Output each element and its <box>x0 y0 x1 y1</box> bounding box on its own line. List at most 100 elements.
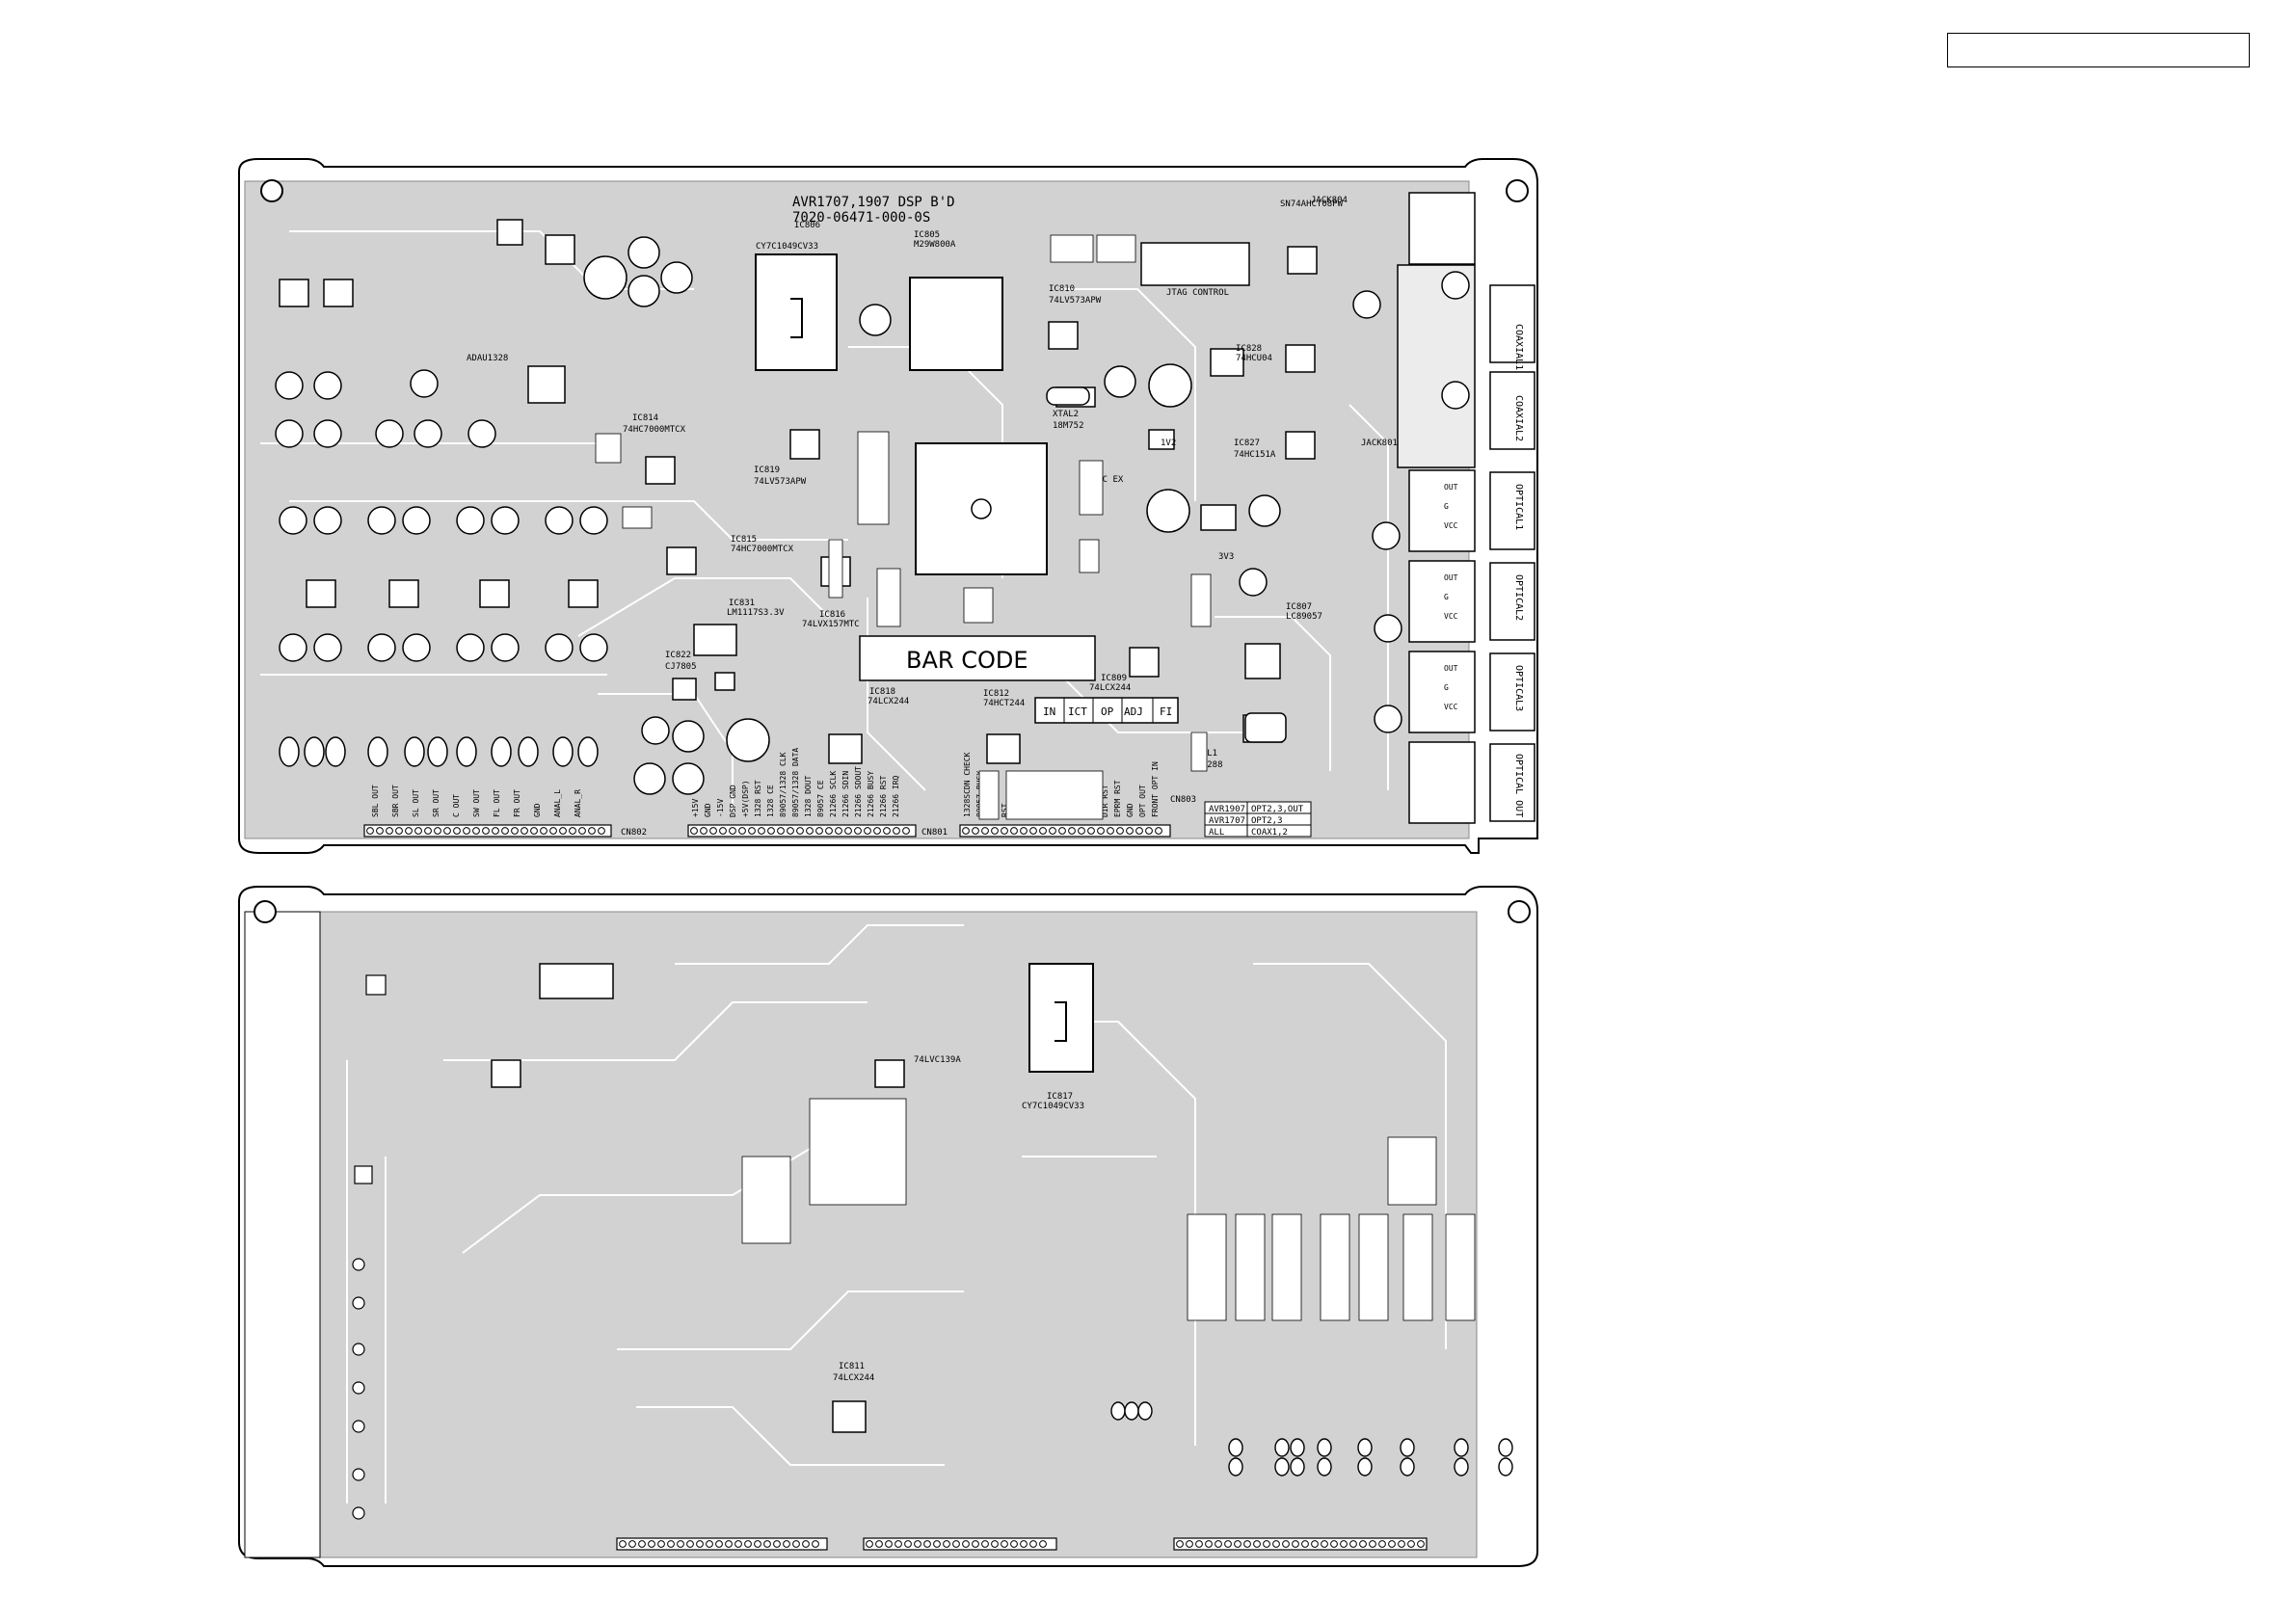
connector-pin <box>1135 827 1143 835</box>
board-title: AVR1707,1907 DSP B'D <box>792 195 955 210</box>
jumper-label-ict: ICT <box>1068 705 1087 718</box>
pin-label: -15V <box>716 799 725 817</box>
connector-pin <box>667 1540 675 1548</box>
connector-pin <box>792 1540 800 1548</box>
ic818-part: 74LCX244 <box>868 697 909 706</box>
option-value-3: COAX1,2 <box>1251 828 1288 838</box>
ic813-chip <box>491 1059 521 1088</box>
jumper-label-fi: FI <box>1160 705 1172 718</box>
connector-pin <box>1020 1540 1028 1548</box>
connector-pin <box>376 827 384 835</box>
connector-pin <box>1253 1540 1261 1548</box>
connector-pin <box>991 827 999 835</box>
connector-pin <box>1224 1540 1232 1548</box>
opt3-pin-g: G <box>1444 683 1449 692</box>
ic814-ref: IC814 <box>632 413 658 423</box>
option-model-2: AVR1707 <box>1209 816 1245 826</box>
connector-pin <box>1292 1540 1299 1548</box>
connector-pin <box>734 1540 742 1548</box>
xtal2-freq: 18M752 <box>1053 421 1084 431</box>
pin-label: ANAL_R <box>574 789 582 817</box>
connector-pin <box>1126 827 1134 835</box>
connector-pin <box>1417 1540 1425 1548</box>
connector-pin <box>796 827 804 835</box>
pin-label: +15V <box>691 799 700 817</box>
pin-label: C OUT <box>452 794 461 817</box>
pin-label: 21266 BUSY <box>867 771 875 817</box>
ic827-part: 74HC151A <box>1234 450 1276 460</box>
connector-pin <box>729 827 736 835</box>
ic806-marker <box>790 298 803 338</box>
pin1-marker <box>971 498 992 519</box>
connector-pin <box>638 1540 646 1548</box>
ic809-part: 74LCX244 <box>1089 683 1131 693</box>
blank-header-box <box>1947 33 2250 67</box>
connector-pin <box>904 1540 912 1548</box>
opt2-pin-vcc: VCC <box>1444 612 1458 621</box>
connector-pin <box>1272 1540 1280 1548</box>
ic826-chip <box>874 1059 905 1088</box>
connector-pin <box>501 827 509 835</box>
connector-pin <box>709 827 717 835</box>
connector-pin <box>933 1540 941 1548</box>
option-value-1: OPT2,3,OUT <box>1251 805 1304 814</box>
ic821-part: 1V2 <box>1161 439 1176 448</box>
bottom-connector-pins <box>619 1540 1425 1548</box>
connector-pin <box>1039 827 1047 835</box>
connector-pin <box>540 827 547 835</box>
coaxial-jack-block <box>1397 264 1476 468</box>
connector-pin <box>1340 1540 1348 1548</box>
connector-pin <box>521 827 528 835</box>
coaxial1-label: COAXIAL1 <box>1513 324 1524 370</box>
connector-pin <box>569 827 576 835</box>
connector-pin <box>1311 1540 1319 1548</box>
connector-pin <box>873 827 881 835</box>
connector-pin <box>902 827 910 835</box>
connector-pin <box>1378 1540 1386 1548</box>
connector-pin <box>773 1540 781 1548</box>
pin-label: OPT OUT <box>1138 785 1147 817</box>
ic819-part: 74LV573APW <box>754 477 807 487</box>
ic811-chip <box>832 1400 867 1433</box>
pin-label: 21266 SCLK <box>829 771 838 817</box>
ic817-ref: IC817 <box>1047 1092 1073 1102</box>
connector-pin <box>690 827 698 835</box>
coaxial2-label: COAXIAL2 <box>1513 395 1524 441</box>
connector-pin <box>893 827 900 835</box>
ic807-part: LC89057 <box>1286 612 1322 622</box>
smd-pad-clusters <box>595 234 1212 820</box>
connector-pin <box>1029 827 1037 835</box>
ic816-ref: IC816 <box>819 610 845 620</box>
connector-pin <box>758 827 765 835</box>
connector-pin <box>619 1540 627 1548</box>
jumper-block: IN ICT OP ADJ FI <box>1034 697 1179 724</box>
connector-pin <box>453 827 461 835</box>
connector-pin <box>802 1540 810 1548</box>
ic805-ref: IC805 <box>914 230 940 240</box>
ic817-chip <box>1028 963 1094 1073</box>
connector-pin <box>511 827 519 835</box>
connector-pin <box>1301 1540 1309 1548</box>
connector-pin <box>744 1540 752 1548</box>
connector-pin <box>1330 1540 1338 1548</box>
connector-pin <box>463 827 470 835</box>
ic827-ref: IC827 <box>1234 439 1260 448</box>
ic817-part: CY7C1049CV33 <box>1022 1102 1084 1111</box>
cn803-label: CN803 <box>1170 795 1196 805</box>
bottom-left-pads <box>352 974 387 1520</box>
connector-pin <box>972 827 979 835</box>
top-small-ics <box>279 219 1318 764</box>
top-board: AVR1707,1907 DSP B'D 7020-06471-000-0S B… <box>238 158 1538 854</box>
connector-pin <box>1097 827 1105 835</box>
pin-label: GND <box>533 803 542 817</box>
optical2-label: OPTICAL2 <box>1513 574 1524 621</box>
connector-pin <box>1029 1540 1037 1548</box>
connector-pin <box>981 1540 989 1548</box>
connector-pin <box>434 827 441 835</box>
connector-pin <box>1058 827 1066 835</box>
connector-pin <box>1398 1540 1405 1548</box>
connector-pin <box>1321 1540 1328 1548</box>
bottom-board: IC817 CY7C1049CV33 74LVC139A IC811 74LCX… <box>238 886 1538 1567</box>
connector-pin <box>492 827 499 835</box>
connector-pin <box>754 1540 761 1548</box>
